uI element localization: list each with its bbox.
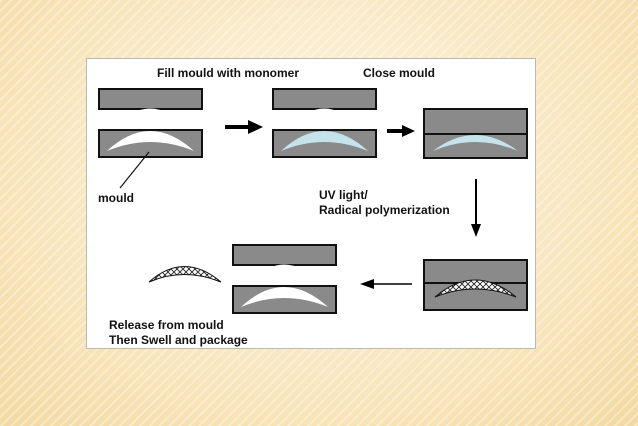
mould-top-half (98, 88, 203, 110)
step-open-mould (98, 88, 203, 189)
mould-top-half (232, 244, 337, 266)
arrow-down (471, 179, 481, 237)
released-lens (148, 266, 222, 283)
monomer-lens (433, 135, 518, 151)
label-swell-package: Then Swell and package (109, 333, 248, 347)
top-mould-dome (288, 108, 361, 129)
arrow-right-2 (387, 125, 415, 137)
step-release (232, 244, 337, 314)
arrow-right-1 (225, 120, 263, 134)
top-mould-dome (114, 108, 187, 129)
slide-frame: Fill mould with monomer Close mould moul… (86, 58, 536, 349)
mould-pointer-line (119, 151, 150, 189)
label-release: Release from mould (109, 318, 224, 332)
step-fill-monomer (272, 88, 377, 158)
closed-mould-top (423, 108, 528, 135)
step-closed-mould (423, 108, 528, 159)
arrow-left (360, 279, 412, 289)
label-uv-light: UV light/ (319, 188, 368, 202)
label-close-mould: Close mould (363, 66, 435, 80)
mould-cavity (107, 131, 194, 151)
label-fill-mould: Fill mould with monomer (157, 66, 299, 80)
polymer-lens (434, 279, 517, 298)
step-polymerized (423, 259, 528, 311)
top-mould-dome (248, 264, 321, 285)
mould-top-half (272, 88, 377, 110)
mould-cavity (241, 287, 328, 307)
process-diagram: Fill mould with monomer Close mould moul… (98, 66, 528, 347)
label-radical-polymerization: Radical polymerization (319, 203, 450, 217)
monomer-fill (281, 131, 368, 151)
label-mould: mould (98, 191, 134, 205)
